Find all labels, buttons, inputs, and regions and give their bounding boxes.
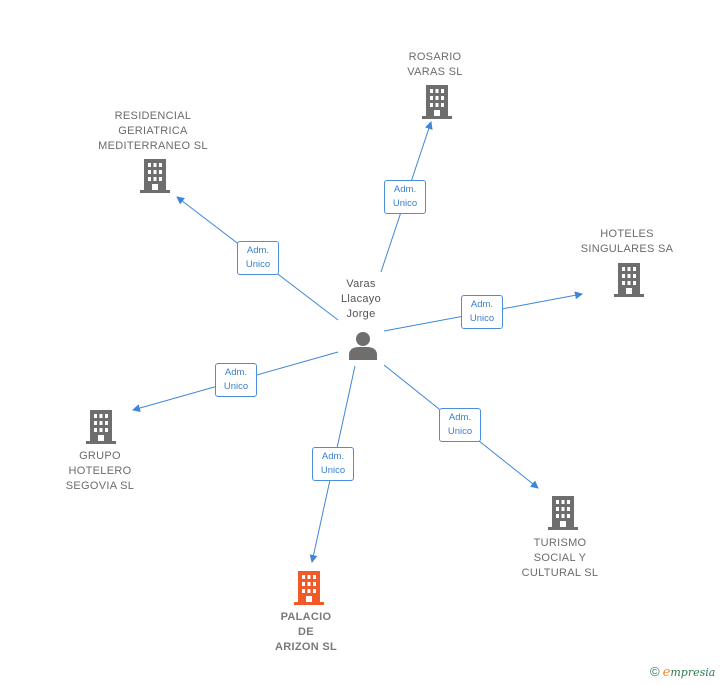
- role-badge-turismo[interactable]: Adm. Unico: [439, 408, 481, 442]
- building-icon[interactable]: [86, 410, 116, 444]
- brand-logo-text: mpresia: [670, 666, 716, 679]
- company-name-rosario[interactable]: ROSARIO VARAS SL: [407, 51, 463, 78]
- building-icon[interactable]: [294, 571, 324, 605]
- brand-logo-e: e: [662, 665, 671, 680]
- company-name-turismo[interactable]: TURISMO SOCIAL Y CULTURAL SL: [521, 537, 599, 579]
- company-name-hoteles[interactable]: HOTELES SINGULARES SA: [580, 228, 674, 255]
- company-name-grupo[interactable]: GRUPO HOTELERO SEGOVIA SL: [65, 450, 135, 492]
- building-icon[interactable]: [422, 85, 452, 119]
- brand-watermark: © empresia: [650, 664, 715, 680]
- building-icon[interactable]: [140, 159, 170, 193]
- building-icon[interactable]: [614, 263, 644, 297]
- role-badge-rosario[interactable]: Adm. Unico: [384, 180, 426, 214]
- role-badge-hoteles[interactable]: Adm. Unico: [461, 295, 503, 329]
- company-name-residencial[interactable]: RESIDENCIAL GERIATRICA MEDITERRANEO SL: [98, 110, 208, 152]
- copyright-symbol: ©: [650, 664, 660, 679]
- person-name: Varas Llacayo Jorge: [340, 278, 381, 320]
- role-badge-palacio[interactable]: Adm. Unico: [312, 447, 354, 481]
- person-icon[interactable]: [348, 330, 378, 360]
- building-icon[interactable]: [548, 496, 578, 530]
- company-name-palacio[interactable]: PALACIO DE ARIZON SL: [275, 611, 337, 653]
- role-badge-residencial[interactable]: Adm. Unico: [237, 241, 279, 275]
- role-badge-grupo[interactable]: Adm. Unico: [215, 363, 257, 397]
